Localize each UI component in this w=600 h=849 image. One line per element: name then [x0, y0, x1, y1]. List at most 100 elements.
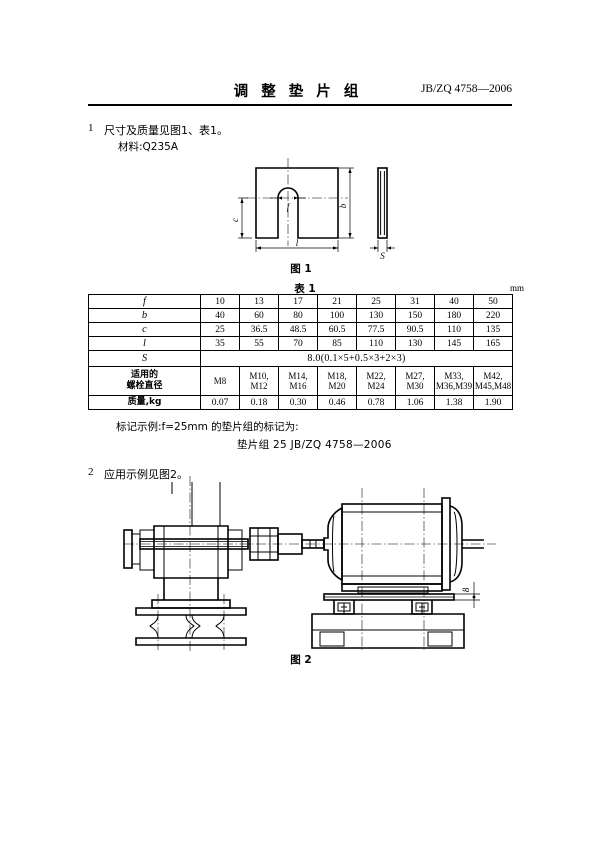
cell-c-2: 48.5: [278, 322, 318, 337]
cell-c-3: 60.5: [317, 322, 357, 337]
table-row-f: f 10 13 17 21 25 31 40 50: [88, 294, 513, 309]
cell-f-4: 25: [356, 294, 396, 309]
cell-mass-2: 0.30: [278, 395, 318, 410]
bolt-3-line2: M20: [328, 381, 346, 391]
row-label-b: b: [88, 308, 201, 323]
cell-bolt-6: M33, M36,M39: [434, 366, 474, 396]
bolt-2-line2: M16: [289, 381, 307, 391]
cell-mass-7: 1.90: [473, 395, 513, 410]
table-row-mass: 质量,kg 0.07 0.18 0.30 0.46 0.78 1.06 1.38…: [88, 395, 513, 410]
cell-b-4: 130: [356, 308, 396, 323]
figure-2-drawing: 8: [123, 476, 496, 652]
table-row-bolt-diameter: 适用的 螺栓直径 M8 M10, M12 M14, M16 M18, M2: [88, 366, 513, 396]
figure-2-caption: 图 2: [290, 654, 312, 666]
cell-mass-6: 1.38: [434, 395, 474, 410]
cell-mass-3: 0.46: [317, 395, 357, 410]
table-row-b: b 40 60 80 100 130 150 180 220: [88, 308, 513, 323]
cell-c-1: 36.5: [239, 322, 279, 337]
cell-c-0: 25: [200, 322, 240, 337]
marking-designation: 垫片组 25 JB/ZQ 4758—2006: [237, 439, 392, 451]
cell-c-6: 110: [434, 322, 474, 337]
cell-s-value: 8.0(0.1×5+0.5×3+2×3): [200, 350, 513, 367]
figure-1-drawing: f b c l: [228, 158, 412, 262]
figure-2-label-thickness: 8: [461, 587, 471, 592]
bolt-5-line1: M27,: [405, 370, 425, 381]
cell-b-2: 80: [278, 308, 318, 323]
cell-b-1: 60: [239, 308, 279, 323]
bolt-label-line1: 适用的: [130, 370, 158, 380]
bolt-5-line2: M30: [406, 381, 424, 391]
cell-l-6: 145: [434, 336, 474, 351]
row-label-c: c: [88, 322, 201, 337]
row-label-s: S: [88, 350, 201, 367]
cell-b-3: 100: [317, 308, 357, 323]
cell-mass-0: 0.07: [200, 395, 240, 410]
table-row-l: l 35 55 70 85 110 130 145 165: [88, 336, 513, 351]
standard-number: JB/ZQ 4758—2006: [420, 83, 512, 95]
cell-b-5: 150: [395, 308, 435, 323]
cell-l-1: 55: [239, 336, 279, 351]
specification-table: f 10 13 17 21 25 31 40 50 b 40 60 80 100…: [88, 294, 513, 410]
cell-mass-1: 0.18: [239, 395, 279, 410]
bolt-6-line2: M36,M39: [435, 381, 473, 391]
cell-l-7: 165: [473, 336, 513, 351]
figure-1-label-f: f: [287, 202, 291, 212]
cell-c-7: 135: [473, 322, 513, 337]
cell-f-1: 13: [239, 294, 279, 309]
bolt-4-line2: M24: [367, 381, 385, 391]
bolt-6-line1: M33,: [444, 370, 464, 381]
bolt-1-line1: M10,: [249, 370, 269, 381]
cell-bolt-0: M8: [200, 366, 240, 396]
row-label-l: l: [88, 336, 201, 351]
clause-1-text: 尺寸及质量见图1、表1。: [104, 124, 228, 137]
cell-b-6: 180: [434, 308, 474, 323]
row-label-f: f: [88, 294, 201, 309]
bolt-0-line1: M8: [213, 375, 227, 386]
table-row-s: S 8.0(0.1×5+0.5×3+2×3): [88, 350, 513, 367]
figure-1-caption: 图 1: [290, 263, 312, 275]
table-row-c: c 25 36.5 48.5 60.5 77.5 90.5 110 135: [88, 322, 513, 337]
figure-1-label-b: b: [338, 203, 348, 208]
bolt-4-line1: M22,: [366, 370, 386, 381]
clause-1-number: 1: [88, 122, 94, 134]
bolt-2-line1: M14,: [288, 370, 308, 381]
bolt-3-line1: M18,: [327, 370, 347, 381]
cell-mass-5: 1.06: [395, 395, 435, 410]
cell-f-5: 31: [395, 294, 435, 309]
cell-bolt-3: M18, M20: [317, 366, 357, 396]
cell-f-3: 21: [317, 294, 357, 309]
cell-l-5: 130: [395, 336, 435, 351]
cell-bolt-7: M42, M45,M48: [473, 366, 513, 396]
bolt-1-line2: M12: [250, 381, 268, 391]
cell-bolt-4: M22, M24: [356, 366, 396, 396]
cell-f-7: 50: [473, 294, 513, 309]
material-spec: 材料:Q235A: [118, 141, 179, 153]
row-label-mass: 质量,kg: [88, 395, 201, 410]
cell-l-2: 70: [278, 336, 318, 351]
bolt-label-line2: 螺栓直径: [126, 381, 163, 391]
figure-1-label-c: c: [230, 218, 240, 222]
cell-l-4: 110: [356, 336, 396, 351]
row-label-bolt-diameter: 适用的 螺栓直径: [88, 366, 201, 396]
cell-f-2: 17: [278, 294, 318, 309]
table-1-unit: mm: [509, 283, 524, 293]
figure-1-label-s: S: [380, 251, 385, 261]
cell-bolt-1: M10, M12: [239, 366, 279, 396]
clause-2-number: 2: [88, 466, 94, 478]
cell-b-0: 40: [200, 308, 240, 323]
header-divider: [88, 104, 512, 106]
cell-c-4: 77.5: [356, 322, 396, 337]
cell-c-5: 90.5: [395, 322, 435, 337]
cell-l-0: 35: [200, 336, 240, 351]
cell-l-3: 85: [317, 336, 357, 351]
cell-f-0: 10: [200, 294, 240, 309]
table-1-title: 表 1: [294, 283, 316, 295]
cell-bolt-5: M27, M30: [395, 366, 435, 396]
marking-example-text: 标记示例:f=25mm 的垫片组的标记为:: [116, 421, 299, 433]
cell-bolt-2: M14, M16: [278, 366, 318, 396]
cell-mass-4: 0.78: [356, 395, 396, 410]
clause-2-text: 应用示例见图2。: [104, 468, 188, 481]
bolt-7-line2: M45,M48: [474, 381, 512, 391]
cell-b-7: 220: [473, 308, 513, 323]
